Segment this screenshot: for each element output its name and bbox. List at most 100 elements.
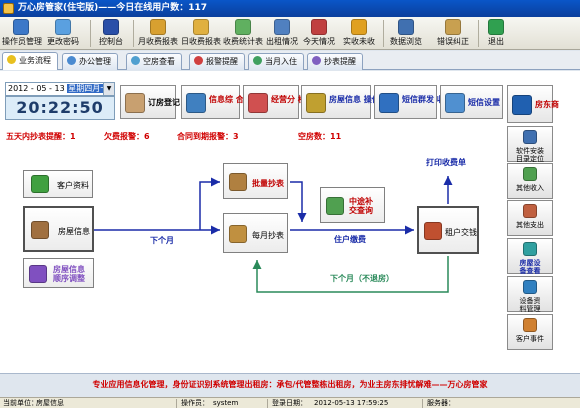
arrears-alert[interactable]: 欠费报警：6 [104, 132, 150, 141]
globe-icon [131, 56, 140, 65]
other-expense-button[interactable]: 其他支出 [507, 200, 553, 236]
status-bar: 当前单位： 房屋信息 操作员： system 登录日期： 2012-05-13 … [0, 397, 580, 408]
tab-alarm-reminder[interactable]: 报警提醒 [189, 53, 245, 70]
toolbar-change-password[interactable]: 更改密码 [44, 18, 82, 49]
status-unit-label: 当前单位： [3, 399, 38, 407]
chart-icon [248, 93, 268, 113]
meter-reading-alert[interactable]: 五天内抄表提醒：1 [6, 132, 76, 141]
install-dir-button[interactable]: 软件安装 目录定位 [507, 126, 553, 163]
toolbar: 操作员管理 更改密码 控制台 月收费报表 日收费报表 收费统计表 出租情况 今天… [0, 17, 580, 50]
tab-vacant-rooms[interactable]: 空房查看 [126, 53, 182, 70]
monthly-meter-button[interactable]: 每月抄表 [223, 213, 288, 253]
info-query-button[interactable]: 信息综 合查询 [181, 85, 260, 119]
title-bar: 万心房管家(住宅版)——今日在线用户数：117 [0, 0, 580, 17]
toolbar-received-unreceived[interactable]: 实收未收 [342, 18, 376, 49]
booking-register-button[interactable]: 订房登记 [120, 85, 180, 119]
toolbar-daily-report[interactable]: 日收费报表 [181, 18, 221, 49]
monitor-icon [103, 19, 119, 35]
tab-business-flow[interactable]: 业务流程 [2, 52, 58, 70]
toolbar-error-correction[interactable]: 错误纠正 [436, 18, 470, 49]
toolbar-monthly-report[interactable]: 月收费报表 [138, 18, 178, 49]
toolbar-rental-status[interactable]: 出租情况 [266, 18, 298, 49]
house-info-button[interactable]: 房屋信息 [23, 206, 94, 252]
sms-broadcast-button[interactable]: 短信群发 收费通知 [374, 85, 469, 119]
landlord-button[interactable]: 房东商 [507, 85, 559, 123]
print-receipt-link[interactable]: 打印收费单 [426, 158, 466, 167]
app-icon [3, 3, 14, 14]
expense-icon [523, 204, 537, 218]
report-icon [150, 19, 166, 35]
other-income-button[interactable]: 其他收入 [507, 163, 553, 199]
sms-settings-button[interactable]: 短信设置 [440, 85, 503, 119]
sms-icon [445, 93, 465, 113]
chevron-down-icon[interactable]: ▼ [103, 83, 114, 95]
bell-icon [125, 93, 145, 113]
payment-icon [424, 222, 442, 240]
income-icon [523, 167, 537, 181]
landlord-icon [512, 95, 532, 115]
event-icon [523, 318, 537, 332]
status-login-label: 登录日期： [272, 399, 307, 407]
database-icon [398, 19, 414, 35]
statistics-icon [235, 19, 251, 35]
today-icon [311, 19, 327, 35]
exit-icon [488, 19, 504, 35]
checkin-icon [253, 56, 262, 65]
house-equipment-button[interactable]: 房屋设 备查看 [507, 238, 553, 275]
toolbar-data-browse[interactable]: 数据浏览 [389, 18, 423, 49]
folder-icon [523, 130, 537, 144]
toolbar-today-status[interactable]: 今天情况 [303, 18, 335, 49]
hammer-icon [445, 19, 461, 35]
toolbar-separator [478, 20, 479, 47]
meter-icon [312, 56, 321, 65]
building-icon [274, 19, 290, 35]
person-icon [31, 175, 49, 193]
tab-monthly-checkin[interactable]: 当月入住 [248, 53, 304, 70]
status-separator [422, 399, 423, 408]
users-icon [13, 19, 29, 35]
alarm-icon [194, 56, 203, 65]
sort-icon [29, 265, 47, 283]
house-info-update-button[interactable]: 房屋信息 操作更新 [301, 85, 396, 119]
smiley-icon [7, 55, 16, 64]
digital-clock: 20:22:50 [5, 96, 115, 120]
tab-office-management[interactable]: 办公管理 [62, 53, 118, 70]
toolbar-console[interactable]: 控制台 [96, 18, 126, 49]
midway-payment-button[interactable]: 中途补 交查询 [320, 187, 385, 223]
alert-line: 五天内抄表提醒：1 欠费报警：6 合同到期报警：3 空房数：11 [6, 131, 426, 143]
house-order-button[interactable]: 房屋信息 顺序调整 [23, 258, 94, 288]
batch-meter-button[interactable]: 批量抄表 [223, 163, 288, 199]
meter-icon [229, 173, 247, 191]
toolbar-fee-statistics[interactable]: 收费统计表 [223, 18, 263, 49]
toolbar-separator [383, 20, 384, 47]
pencil-icon [229, 225, 247, 243]
footer-slogan: 专业应用信息化管理，身份证识别系统管理出租房：承包/代管整栋出租房，为业主房东排… [92, 380, 488, 389]
toolbar-exit[interactable]: 退出 [484, 18, 508, 49]
magnifier-icon [186, 93, 206, 113]
key-icon [55, 19, 71, 35]
vacant-count-alert[interactable]: 空房数：11 [298, 132, 342, 141]
status-server-label: 服务器： [427, 399, 455, 407]
folder-icon [67, 56, 76, 65]
window-title: 万心房管家(住宅版)——今日在线用户数：117 [18, 3, 208, 13]
equipment-icon [523, 242, 537, 256]
tab-bar: 业务流程 办公管理 空房查看 报警提醒 当月入住 抄表提醒 [0, 51, 580, 70]
next-month-label: 下个月 [150, 236, 174, 245]
coins-icon [351, 19, 367, 35]
money-icon [326, 197, 344, 215]
tenant-profile-button[interactable]: 客户资料 [23, 170, 93, 198]
contract-expiry-alert[interactable]: 合同到期报警：3 [177, 132, 239, 141]
business-analysis-button[interactable]: 经营分 析图解 [243, 85, 322, 119]
toolbar-separator [133, 20, 134, 47]
date-picker[interactable]: 2012 - 05 - 13 星期四月十三 ▼ [5, 82, 115, 105]
status-user-label: 操作员： [181, 399, 209, 407]
status-login-value: 2012-05-13 17:59:25 [314, 399, 389, 407]
toolbar-operator-management[interactable]: 操作员管理 [2, 18, 42, 49]
footer-banner: 专业应用信息化管理，身份证识别系统管理出租房：承包/代管整栋出租房，为业主房东排… [0, 373, 580, 397]
equipment-data-button[interactable]: 设备资 料管理 [507, 276, 553, 313]
tab-meter-reminder[interactable]: 抄表提醒 [307, 53, 363, 70]
tenant-payment-button[interactable]: 租户交钱 [417, 206, 479, 254]
customer-events-button[interactable]: 客户事件 [507, 314, 553, 350]
status-separator [267, 399, 268, 408]
